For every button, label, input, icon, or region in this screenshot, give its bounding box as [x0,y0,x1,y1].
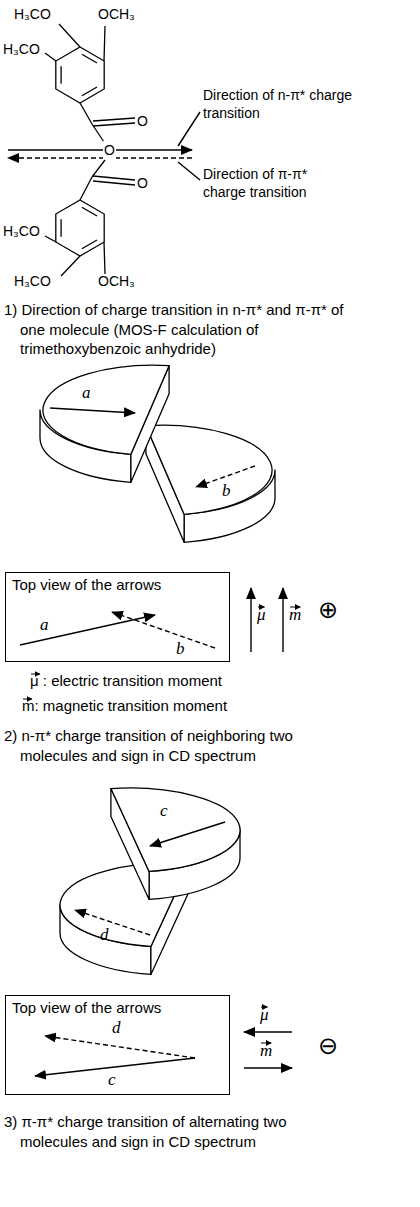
methoxy-label: OCH₃ [98,5,135,23]
transition-arrow [8,157,192,158]
half-disk-face [111,788,240,871]
bond [92,124,104,142]
oxygen-label: O [137,112,148,130]
double-bond [82,87,97,96]
bond [93,118,135,121]
panel-caption: 3) π-π* charge transition of alternating… [4,1112,335,1151]
double-bond [60,66,61,83]
bond [45,236,56,242]
moment-arrow [50,408,135,413]
moment-arrow [75,910,150,935]
arrow-letter: c [108,1069,116,1091]
methoxy-label: H₃CO [3,40,40,58]
arrow-letter: d [100,924,109,946]
arrow-letter: b [222,480,231,502]
bond [92,160,105,177]
cd-sign: ⊖ [318,1030,338,1061]
arrow-letter: a [40,614,49,636]
box-heading: Top view of the arrows [6,573,167,597]
bond [104,242,105,274]
bond [80,177,92,200]
transition-arrow [8,149,192,150]
leader-line [178,112,200,146]
moment-arrow [150,822,225,846]
half-disk-face [146,425,272,514]
moment-arrow [112,612,215,648]
leader-line [178,162,200,180]
double-bond [60,219,61,236]
arrow-letter: c [160,800,168,822]
half-disk-face [43,365,169,454]
bond [104,26,105,61]
half-disk [146,425,275,542]
panel-caption: 1) Direction of charge transition in n-π… [4,300,365,359]
panel-caption: 2) n-π* charge transition of neighboring… [4,726,330,765]
methoxy-label: H₃CO [3,222,40,240]
bond [45,53,56,61]
legend-note: m: magnetic transition moment [22,696,227,716]
double-bond [82,207,97,216]
moment-arrow [20,615,155,645]
top-view-box: Top view of the arrows [5,572,230,662]
legend-note: μ : electric transition moment [30,671,222,691]
bond [80,103,92,124]
arrow-letter: d [112,1017,121,1039]
benzene-ring [56,200,104,256]
methoxy-label: OCH₃ [98,272,135,290]
moment-symbol: μ [257,604,266,626]
benzene-ring [56,47,104,103]
bond [93,176,135,180]
bond [61,256,80,276]
bond [59,24,80,47]
double-bond [82,240,97,249]
vector-arrow [282,588,283,652]
double-bond [82,54,97,63]
direction-note: Direction of n-π* charge transition [203,86,353,122]
vector-arrow [250,588,251,652]
half-disk [111,788,240,899]
bond [93,181,135,185]
vector-arrow [244,1031,292,1032]
methoxy-label: H₃CO [14,272,51,290]
moment-symbol: m [260,1040,272,1062]
moment-symbol: m [289,604,301,626]
top-view-box: Top view of the arrows [5,995,230,1095]
arrow-letter: a [82,382,91,404]
oxygen-label: O [103,141,116,159]
arrow-letter: b [176,638,185,660]
methoxy-label: H₃CO [14,5,51,23]
box-heading: Top view of the arrows [6,996,167,1020]
vector-arrow [244,1067,292,1068]
direction-note: Direction of π-π* charge transition [203,165,353,201]
oxygen-label: O [137,174,148,192]
half-disk [40,365,169,482]
moment-arrow [45,1036,195,1058]
cd-sign: ⊕ [318,594,338,625]
bond [93,123,135,126]
moment-symbol: μ [260,1004,269,1026]
